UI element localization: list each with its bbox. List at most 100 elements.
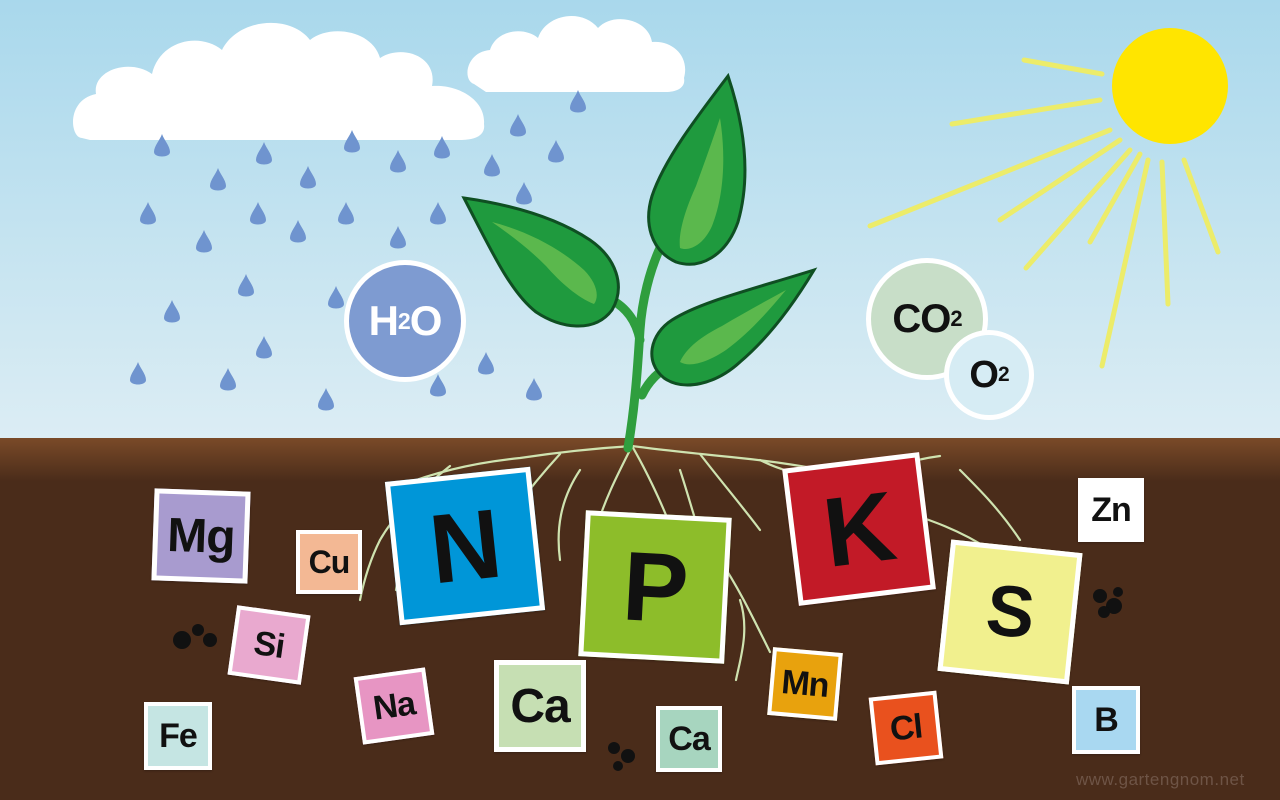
leaf-top-icon — [647, 72, 747, 266]
raindrop-icon — [570, 90, 586, 113]
element-tile-ca-1: Ca — [494, 660, 586, 752]
sun-ray — [1021, 57, 1105, 77]
element-tile-k: K — [782, 452, 936, 606]
sun-ray — [1181, 157, 1221, 255]
soil-pebbles — [173, 587, 1123, 771]
root-branch — [698, 452, 762, 532]
raindrop-icon — [300, 166, 316, 189]
h2o-tail: O — [409, 297, 443, 344]
pebble — [621, 749, 635, 763]
element-tile-s: S — [937, 539, 1083, 685]
raindrop-icon — [328, 286, 344, 309]
element-tile-mn: Mn — [767, 647, 843, 721]
pebble — [608, 742, 620, 754]
root-branch — [734, 598, 746, 682]
raindrop-icon — [526, 378, 542, 401]
raindrop-icon — [390, 150, 406, 173]
element-symbol-ca-1: Ca — [510, 679, 570, 733]
root-branch — [358, 538, 382, 602]
element-tile-n: N — [384, 466, 546, 626]
raindrop-icon — [154, 134, 170, 157]
element-tile-ca-2: Ca — [656, 706, 722, 772]
element-symbol-n: N — [424, 487, 506, 604]
raindrop-icon — [510, 114, 526, 137]
element-tile-na: Na — [353, 667, 435, 745]
raindrop-icon — [250, 202, 266, 225]
element-tile-si: Si — [227, 605, 311, 685]
raindrop-icon — [290, 220, 306, 243]
element-symbol-si: Si — [251, 623, 287, 666]
element-tile-zn: Zn — [1078, 478, 1144, 542]
sun-ray — [949, 97, 1103, 127]
co2-main: CO — [892, 296, 951, 341]
raindrop-icon — [140, 202, 156, 225]
sun-ray — [1087, 151, 1143, 245]
clouds — [73, 15, 686, 141]
element-symbol-p: P — [620, 529, 691, 644]
raindrop-icon — [164, 300, 180, 323]
element-tile-b: B — [1072, 686, 1140, 754]
element-symbol-zn: Zn — [1091, 490, 1132, 529]
element-symbol-mn: Mn — [779, 662, 831, 705]
raindrop-icon — [484, 154, 500, 177]
raindrop-icon — [430, 374, 446, 397]
raindrop-icon — [430, 202, 446, 225]
sun-ray — [1099, 157, 1151, 369]
element-symbol-b: B — [1094, 700, 1119, 739]
raindrop-icon — [256, 336, 272, 359]
element-tile-p: P — [578, 510, 732, 664]
raindrop-icon — [548, 140, 564, 163]
element-symbol-cu: Cu — [308, 543, 351, 580]
element-symbol-ca-2: Ca — [668, 719, 710, 758]
pebble — [1113, 587, 1123, 597]
pebble — [1093, 589, 1107, 603]
cloud-left-icon — [73, 22, 485, 141]
raindrop-icon — [478, 352, 494, 375]
h2o-main: H — [368, 297, 399, 344]
raindrop-icon — [390, 226, 406, 249]
element-tile-fe: Fe — [144, 702, 212, 770]
sun-rays — [867, 57, 1221, 369]
o2-main: O — [969, 353, 999, 396]
pebble — [192, 624, 204, 636]
credit-link[interactable]: www.gartengnom.net — [1076, 770, 1245, 789]
root-branch — [557, 468, 582, 562]
element-tile-cl: Cl — [868, 690, 944, 766]
pebble — [173, 631, 191, 649]
raindrop-icon — [130, 362, 146, 385]
element-symbol-fe: Fe — [159, 716, 198, 755]
root-branch — [958, 468, 1022, 542]
raindrop-icon — [338, 202, 354, 225]
raindrop-icon — [256, 142, 272, 165]
raindrops — [130, 90, 586, 411]
pebble — [613, 761, 623, 771]
pebble — [1106, 598, 1122, 614]
raindrop-icon — [220, 368, 236, 391]
pebble — [1098, 606, 1110, 618]
element-symbol-k: K — [817, 469, 901, 588]
raindrop-icon — [344, 130, 360, 153]
raindrop-icon — [196, 230, 212, 253]
leaf-left-icon — [461, 196, 620, 328]
plant-icon — [461, 72, 818, 453]
leaf-right-icon — [650, 267, 818, 387]
raindrop-icon — [434, 136, 450, 159]
raindrop-icon — [516, 182, 532, 205]
element-symbol-cl: Cl — [888, 706, 924, 749]
pebble — [203, 633, 217, 647]
element-tile-mg: Mg — [151, 488, 251, 584]
element-symbol-mg: Mg — [166, 508, 236, 564]
sun-ray — [1159, 159, 1171, 307]
element-symbol-na: Na — [370, 683, 418, 728]
sun-ray — [997, 137, 1123, 223]
sun-ray — [867, 127, 1113, 229]
element-tile-cu: Cu — [296, 530, 362, 594]
raindrop-icon — [318, 388, 334, 411]
raindrop-icon — [210, 168, 226, 191]
root-branch — [398, 444, 634, 488]
